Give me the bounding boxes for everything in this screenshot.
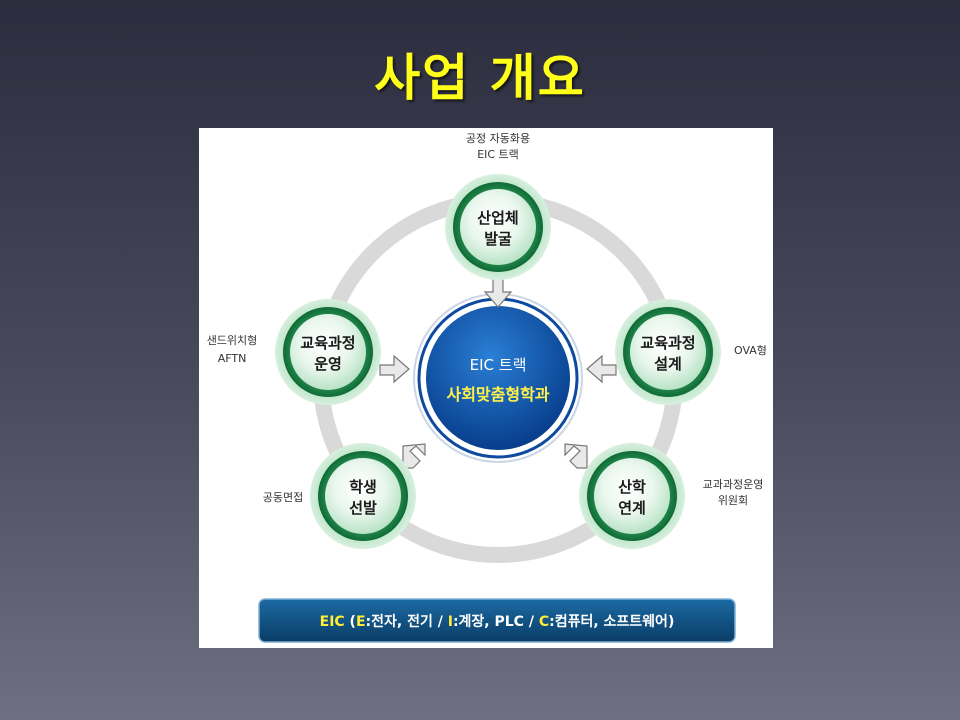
node-label-line2: 연계 [618, 499, 646, 517]
node-label-line2: 발굴 [484, 230, 512, 248]
arrow-left [379, 354, 410, 384]
node-student-selection: 학생 선발 [310, 443, 416, 549]
eic-legend-bar: EIC (E:전자, 전기 / I:계장, PLC / C:컴퓨터, 소프트웨어… [258, 598, 736, 643]
note-bottom-right-line2: 위원회 [718, 494, 748, 507]
slide-title: 사업 개요 [374, 49, 586, 107]
node-label-line1: 교육과정 [300, 334, 355, 352]
arrow-top [483, 277, 513, 308]
hub-title: EIC 트랙 [470, 356, 527, 374]
cycle-diagram: EIC 트랙 사회맞춤형학과 산업체 발굴 공정 자동화용 EIC 트랙 교육과… [207, 132, 767, 643]
note-top-line1: 공정 자동화용 [466, 132, 530, 145]
arrow-bottom-left [402, 443, 426, 469]
note-bottom-right-line1: 교과과정운영 [703, 478, 764, 491]
note-left-line2: AFTN [218, 352, 247, 365]
node-industry-academia: 산학 연계 [579, 443, 685, 549]
node-label-line2: 설계 [654, 355, 682, 373]
node-curriculum-design: 교육과정 설계 [615, 299, 721, 405]
node-label-line1: 산업체 [477, 209, 518, 227]
note-right: OVA형 [734, 344, 767, 357]
node-label-line1: 학생 [349, 478, 377, 496]
hub-circle: EIC 트랙 사회맞춤형학과 [413, 293, 583, 463]
node-curriculum-operation: 교육과정 운영 [275, 299, 381, 405]
node-label-line1: 교육과정 [640, 334, 695, 352]
node-label-line1: 산학 [618, 478, 646, 496]
note-top-line2: EIC 트랙 [477, 148, 519, 161]
diagram-panel: EIC 트랙 사회맞춤형학과 산업체 발굴 공정 자동화용 EIC 트랙 교육과… [199, 128, 773, 648]
note-left-line1: 샌드위치형 [207, 334, 258, 347]
eic-legend-text: EIC (E:전자, 전기 / I:계장, PLC / C:컴퓨터, 소프트웨어… [320, 613, 675, 630]
hub-subtitle: 사회맞춤형학과 [446, 385, 549, 404]
node-industry-discovery: 산업체 발굴 [445, 174, 551, 280]
node-label-line2: 선발 [349, 499, 377, 517]
node-label-line2: 운영 [314, 355, 342, 373]
note-bottom-left: 공동면접 [263, 491, 303, 504]
arrow-bottom-right [564, 443, 588, 469]
arrow-right [586, 354, 617, 384]
